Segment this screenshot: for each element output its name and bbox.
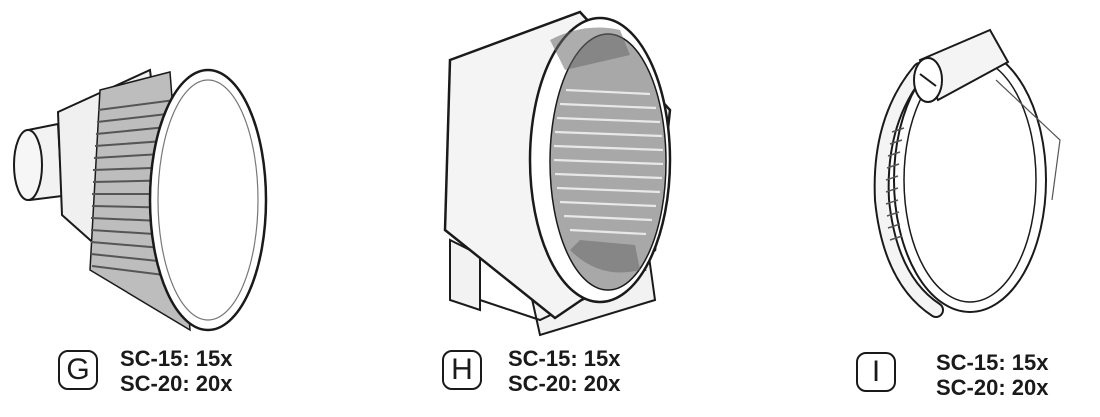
part-g: G SC-15: 15x SC-20: 20x <box>0 0 360 417</box>
hose-clamp-icon <box>873 28 1061 318</box>
part-i: I SC-15: 15x SC-20: 20x <box>760 0 1100 417</box>
part-i-quantities: SC-15: 15x SC-20: 20x <box>936 350 1049 400</box>
part-h-quantities: SC-15: 15x SC-20: 20x <box>508 346 621 396</box>
adapter-cap-icon <box>13 68 268 332</box>
part-g-qty-sc15: SC-15: 15x <box>120 346 233 371</box>
part-label-g: G <box>58 350 98 390</box>
pipe-clamp-bracket-icon <box>443 10 672 337</box>
part-g-qty-sc20: SC-20: 20x <box>120 371 233 396</box>
part-h: H SC-15: 15x SC-20: 20x <box>380 0 740 417</box>
part-h-qty-sc15: SC-15: 15x <box>508 346 621 371</box>
part-label-h: H <box>442 350 482 390</box>
part-g-quantities: SC-15: 15x SC-20: 20x <box>120 346 233 396</box>
part-i-qty-sc20: SC-20: 20x <box>936 375 1049 400</box>
part-i-qty-sc15: SC-15: 15x <box>936 350 1049 375</box>
part-h-qty-sc20: SC-20: 20x <box>508 371 621 396</box>
part-label-i: I <box>856 352 896 392</box>
